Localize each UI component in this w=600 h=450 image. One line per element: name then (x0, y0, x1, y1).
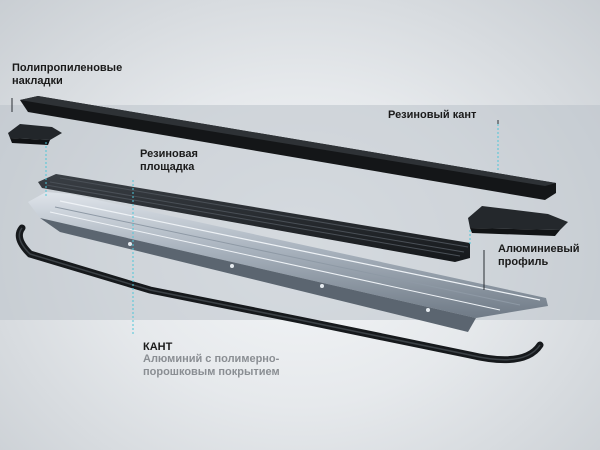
label-aluminum-profile: Алюминиевый профиль (498, 243, 580, 269)
label-rubber-edge: Резиновый кант (388, 109, 476, 122)
label-edge-subtitle: Алюминий с полимерно- порошковым покрыти… (143, 353, 280, 379)
label-rubber-pad: Резиновая площадка (140, 148, 198, 174)
label-polypropylene-caps: Полипропиленовые накладки (12, 62, 122, 88)
